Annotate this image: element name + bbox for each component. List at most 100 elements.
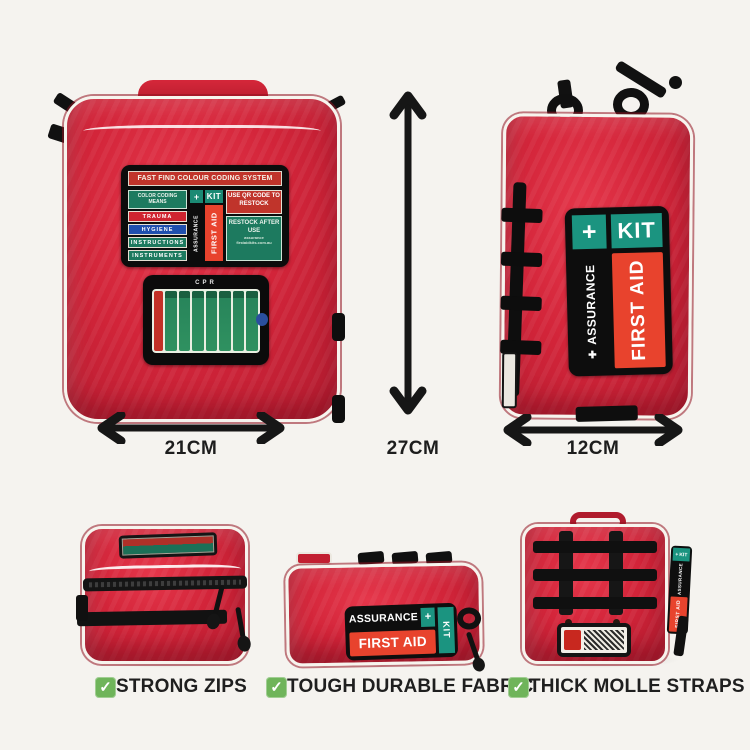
qr-code bbox=[584, 630, 624, 650]
cpr-card bbox=[219, 291, 231, 351]
qr-panel bbox=[557, 623, 631, 657]
brand-kit-row: + KIT bbox=[190, 190, 223, 203]
label-print bbox=[121, 535, 215, 556]
feature-strong-zips: ✓ STRONG ZIPS bbox=[95, 674, 247, 700]
site-text: firstaidkits.com.au bbox=[236, 240, 272, 246]
d-ring-buckle bbox=[456, 607, 482, 630]
brand-text: ASSURANCE bbox=[583, 263, 600, 345]
panel-banner: FAST FIND COLOUR CODING SYSTEM bbox=[128, 171, 282, 186]
width-dimension: 21CM bbox=[164, 438, 218, 459]
brand-label: ASSURANCE bbox=[193, 214, 200, 252]
category-instructions: INSTRUCTIONS bbox=[128, 237, 187, 249]
snap-button bbox=[613, 619, 620, 626]
molle-strap bbox=[533, 597, 657, 609]
cpr-card bbox=[246, 291, 259, 351]
front-view-bag: FAST FIND COLOUR CODING SYSTEM COLOR COD… bbox=[47, 80, 347, 423]
check-icon: ✓ bbox=[95, 676, 116, 698]
zipper-pull bbox=[235, 606, 246, 640]
color-coding-title: COLOR CODING MEANS bbox=[128, 190, 187, 210]
bag-body: ASSURANCE + FIRST AID KIT bbox=[285, 562, 483, 667]
bag-body bbox=[76, 526, 248, 664]
brand-column: + KIT ASSURANCE FIRST AID bbox=[190, 190, 223, 261]
medical-cross-icon: + bbox=[420, 607, 436, 627]
color-coding-column: COLOR CODING MEANS TRAUMA HYGIENE INSTRU… bbox=[128, 190, 187, 262]
first-aid-label: FIRST AID bbox=[611, 252, 666, 369]
medical-cross-icon: + bbox=[571, 214, 607, 250]
restock-text: RESTOCK AFTER USE bbox=[228, 220, 280, 234]
side-window bbox=[501, 352, 518, 409]
kit-label: KIT bbox=[679, 551, 688, 558]
first-aid-label: FIRST AID bbox=[349, 629, 437, 657]
feature-label: STRONG ZIPS bbox=[116, 676, 247, 697]
snap-button bbox=[256, 313, 268, 326]
height-arrow bbox=[389, 91, 427, 415]
cpr-card-red bbox=[154, 291, 163, 351]
medical-cross-icon: + bbox=[675, 551, 679, 558]
cpr-card bbox=[192, 291, 204, 351]
molle-strap bbox=[501, 207, 543, 224]
side-tab bbox=[332, 395, 345, 423]
kit-chip: + KIT bbox=[672, 547, 691, 562]
front-label-mini bbox=[118, 532, 218, 559]
piping-seam bbox=[83, 125, 321, 137]
panel-grid: COLOR CODING MEANS TRAUMA HYGIENE INSTRU… bbox=[128, 190, 282, 262]
cpr-pocket: CPR bbox=[143, 275, 269, 365]
brand-logo-icon: ✚ bbox=[586, 347, 599, 360]
brand-row: ASSURANCE + bbox=[348, 607, 436, 630]
cpr-card bbox=[205, 291, 218, 351]
brand-label: ASSURANCE bbox=[348, 611, 419, 626]
qr-window bbox=[561, 627, 627, 653]
molle-detail-bag: + KIT ASSURANCE FIRST AID bbox=[512, 512, 693, 664]
molle-strap bbox=[357, 550, 385, 566]
kangaroo-logo bbox=[564, 630, 581, 650]
molle-strap bbox=[500, 295, 542, 312]
bag-body: FAST FIND COLOUR CODING SYSTEM COLOR COD… bbox=[64, 96, 345, 423]
front-strap bbox=[76, 609, 228, 627]
front-label-panel: FAST FIND COLOUR CODING SYSTEM COLOR COD… bbox=[121, 165, 289, 267]
strap-knob bbox=[669, 76, 682, 89]
restock-column: USE QR CODE TO RESTOCK RESTOCK AFTER USE… bbox=[226, 190, 282, 261]
molle-strap bbox=[533, 541, 657, 553]
depth-arrow bbox=[503, 414, 683, 446]
kit-row: + KIT bbox=[571, 213, 663, 250]
piping-seam bbox=[88, 563, 242, 577]
feature-molle-straps: ✓ THICK MOLLE STRAPS bbox=[508, 674, 745, 700]
medical-cross-icon: + bbox=[190, 190, 203, 203]
side-tab bbox=[76, 595, 88, 621]
kit-label: KIT bbox=[610, 213, 663, 249]
carry-handle bbox=[296, 552, 332, 565]
category-hygiene: HYGIENE bbox=[128, 224, 187, 236]
brand-label-panel: ASSURANCE + FIRST AID KIT bbox=[344, 602, 459, 661]
side-tab bbox=[332, 313, 345, 341]
kit-label: KIT bbox=[437, 606, 456, 654]
category-trauma: TRAUMA bbox=[128, 211, 187, 223]
cpr-card bbox=[165, 291, 177, 351]
feature-tough-fabric: ✓ TOUGH DURABLE FABRIC bbox=[266, 674, 533, 700]
fabric-detail-bag: ASSURANCE + FIRST AID KIT bbox=[285, 550, 486, 667]
check-icon: ✓ bbox=[508, 676, 529, 698]
brand-firstaid-row: ASSURANCE FIRST AID bbox=[190, 205, 223, 261]
bag-body: + KIT ✚ ASSURANCE FIRST AID bbox=[500, 113, 694, 422]
label-main: ASSURANCE + FIRST AID bbox=[348, 607, 437, 657]
brand-small-text: assurance bbox=[244, 235, 264, 240]
cpr-card bbox=[232, 291, 245, 351]
feature-label: THICK MOLLE STRAPS bbox=[529, 676, 745, 697]
first-aid-label: FIRST AID bbox=[205, 205, 223, 261]
side-view-bag: + KIT ✚ ASSURANCE FIRST AID bbox=[497, 59, 694, 422]
snap-button bbox=[565, 619, 572, 626]
zipper-pull bbox=[465, 631, 481, 662]
restock-note: RESTOCK AFTER USE assurance firstaidkits… bbox=[226, 216, 282, 261]
bag-body bbox=[522, 524, 668, 664]
qr-note: USE QR CODE TO RESTOCK bbox=[226, 190, 282, 214]
zipper-teeth bbox=[88, 579, 242, 588]
cpr-card bbox=[178, 291, 191, 351]
kit-label: KIT bbox=[205, 190, 223, 203]
height-dimension: 27CM bbox=[386, 438, 440, 459]
category-instruments: INSTRUMENTS bbox=[128, 250, 187, 262]
zips-detail-bag bbox=[76, 526, 248, 664]
width-arrow bbox=[97, 412, 285, 444]
feature-label: TOUGH DURABLE FABRIC bbox=[287, 676, 534, 697]
cpr-window bbox=[152, 289, 260, 353]
brand-label: ASSURANCE bbox=[676, 562, 684, 596]
